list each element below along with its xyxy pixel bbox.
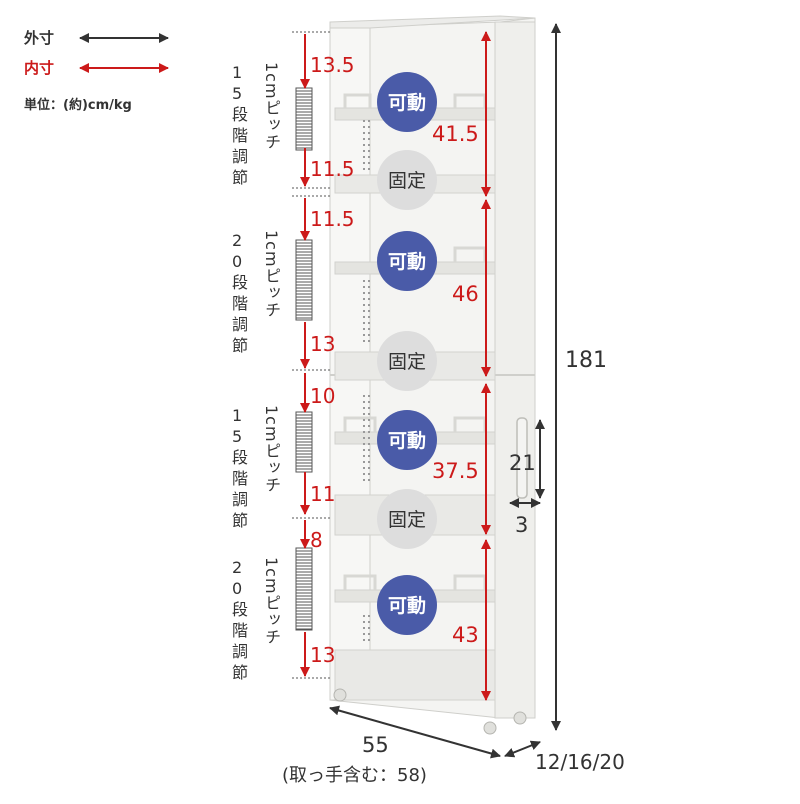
- inner-height-labels: 41.5 46 37.5 43: [432, 122, 479, 647]
- inner-height-label: 37.5: [432, 459, 479, 483]
- dim-label: 8: [310, 528, 323, 552]
- handle-height-label: 21: [509, 451, 536, 475]
- unit-note: 単位：(約)cm/kg: [24, 98, 132, 113]
- dim-label: 11.5: [310, 207, 355, 231]
- outer-labels: 181 21 3 55 (取っ手含む：58) 12/16/20: [282, 348, 625, 786]
- caster: [513, 711, 527, 725]
- badge-fixed-2: 固定: [388, 351, 426, 373]
- badge-movable-1: 可動: [388, 92, 426, 114]
- badge-fixed-3: 固定: [388, 509, 426, 531]
- badge-fixed-1: 固定: [388, 170, 426, 192]
- badge-movable-3: 可動: [388, 430, 426, 452]
- adjust-pitch-label: 1cmピッチ: [262, 230, 281, 319]
- shelf-bottom: [334, 649, 496, 701]
- inner-height-label: 41.5: [432, 122, 479, 146]
- width-arrow: [329, 705, 501, 759]
- adjust-steps-label: 20段階調節: [232, 558, 250, 682]
- handle-depth-label: 3: [515, 513, 528, 537]
- adjust-pitch-label: 1cmピッチ: [262, 405, 281, 494]
- left-dim-labels: 13.5 11.5 11.5 13 10 11 8 13: [310, 53, 355, 667]
- depth-arrow: [504, 740, 541, 758]
- width-label: 55: [362, 733, 389, 757]
- inner-height-label: 46: [452, 282, 479, 306]
- adjust-steps-label: 15段階調節: [232, 63, 250, 187]
- legend-outer-label: 外寸: [24, 29, 55, 47]
- caster: [333, 688, 347, 702]
- dim-label: 13: [310, 643, 335, 667]
- legend-inner-label: 内寸: [24, 59, 55, 77]
- adjust-scales: [295, 87, 313, 631]
- height-label: 181: [565, 348, 607, 373]
- dim-label: 13.5: [310, 53, 355, 77]
- dim-label: 10: [310, 384, 335, 408]
- dim-label: 11: [310, 482, 335, 506]
- adjust-steps-label: 15段階調節: [232, 406, 250, 530]
- badge-movable-4: 可動: [388, 595, 426, 617]
- depth-label: 12/16/20: [535, 750, 625, 774]
- width-note: (取っ手含む：58): [282, 765, 427, 786]
- inner-height-label: 43: [452, 623, 479, 647]
- adjust-steps-label: 20段階調節: [232, 231, 250, 355]
- badges: 可動 固定 可動 固定 可動 固定 可動: [377, 72, 437, 635]
- adjust-pitch-label: 1cmピッチ: [262, 557, 281, 646]
- adjust-pitch-label: 1cmピッチ: [262, 62, 281, 151]
- dim-label: 13: [310, 332, 335, 356]
- badge-movable-2: 可動: [388, 251, 426, 273]
- caster: [483, 721, 497, 735]
- dim-label: 11.5: [310, 157, 355, 181]
